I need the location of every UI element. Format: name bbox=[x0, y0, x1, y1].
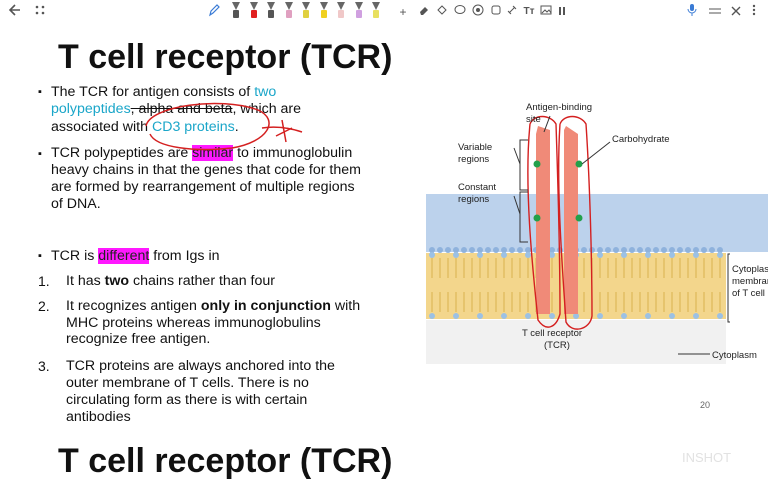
bullet-2-line-3: are formed by rearrangement of multiple … bbox=[51, 179, 355, 195]
fullscreen-icon[interactable] bbox=[708, 3, 722, 21]
label-antigen-binding-site: site bbox=[526, 114, 541, 125]
sticker-icon[interactable] bbox=[472, 3, 484, 21]
annotation-toolbar: + Tт bbox=[0, 0, 768, 24]
label-constant-regions: regions bbox=[458, 194, 489, 205]
bullet-2-line-4: of DNA. bbox=[51, 196, 101, 212]
label-of-t-cell: of T cell bbox=[732, 288, 765, 299]
label-cytoplasm: Cytoplasm bbox=[712, 350, 757, 361]
list-number: 1. bbox=[38, 273, 50, 289]
beta-chain bbox=[564, 126, 578, 314]
label-cytoplasmic-membrane: Cytoplasm bbox=[732, 264, 768, 275]
membrane-outer-layer bbox=[426, 194, 768, 252]
more-icon[interactable] bbox=[750, 3, 758, 21]
bullet-3-line-1: TCR is different from Igs in bbox=[51, 248, 220, 264]
text-icon[interactable]: Tт bbox=[523, 6, 535, 17]
pen-tool-icon[interactable] bbox=[318, 2, 330, 20]
arrow-left-icon[interactable] bbox=[8, 3, 22, 21]
list-number: 3. bbox=[38, 358, 50, 374]
label-tcr-abbrev: (TCR) bbox=[544, 340, 570, 351]
pen-tool-icon[interactable] bbox=[283, 2, 295, 20]
ink-annotation bbox=[145, 102, 303, 151]
next-slide-title: T cell receptor (TCR) bbox=[58, 442, 393, 480]
link-icon[interactable] bbox=[506, 3, 518, 21]
tcr-diagram: Antigen-binding site Variable regions Co… bbox=[426, 102, 768, 364]
carbohydrate-dot bbox=[575, 160, 583, 168]
list-item-2-line-3: recognize free antigen. bbox=[66, 331, 211, 347]
list-item-3-line-3: circulating form as there is with certai… bbox=[66, 392, 308, 408]
bullet-1-line-1: The TCR for antigen consists of two bbox=[51, 84, 277, 100]
bullet-1-line-2: polypeptides, alpha and beta, which are bbox=[51, 101, 302, 117]
pen-tool-icon[interactable] bbox=[248, 2, 260, 20]
slide-title: T cell receptor (TCR) bbox=[58, 38, 393, 76]
carbohydrate-dot bbox=[575, 214, 583, 222]
alpha-chain bbox=[536, 126, 550, 314]
label-tcr: T cell receptor bbox=[522, 328, 582, 339]
list-number: 2. bbox=[38, 298, 50, 314]
list-item-2-line-2: MHC proteins whereas immunoglobulins bbox=[66, 315, 321, 331]
comment-icon[interactable] bbox=[454, 3, 466, 21]
label-carbohydrate: Carbohydrate bbox=[612, 134, 670, 145]
pen-tool-icon[interactable] bbox=[300, 2, 312, 20]
shape-icon[interactable] bbox=[490, 3, 502, 21]
list-item-3-line-4: antibodies bbox=[66, 409, 131, 425]
bullet-2-line-1: TCR polypeptides are similar to immunogl… bbox=[51, 145, 353, 161]
microphone-icon[interactable] bbox=[686, 3, 698, 21]
carbohydrate-dot bbox=[533, 214, 541, 222]
label-antigen-binding: Antigen-binding bbox=[526, 102, 592, 113]
pen-tool-icon[interactable] bbox=[335, 2, 347, 20]
list-item-3-line-2: outer membrane of T cells. There is no bbox=[66, 375, 309, 391]
next-slide[interactable]: T cell receptor (TCR) INSHOT bbox=[0, 432, 768, 480]
close-icon[interactable] bbox=[730, 3, 742, 21]
eraser-icon[interactable] bbox=[418, 3, 430, 21]
bullet-1-line-3: associated with CD3 proteins. bbox=[51, 119, 239, 135]
lasso-icon[interactable] bbox=[436, 3, 448, 21]
label-variable: Variable bbox=[458, 142, 492, 153]
pen-tool-icon[interactable] bbox=[353, 2, 365, 20]
image-icon[interactable] bbox=[540, 3, 552, 21]
slide-number: 20 bbox=[700, 400, 711, 410]
cytoplasm-region bbox=[426, 320, 726, 364]
label-variable-regions: regions bbox=[458, 154, 489, 165]
label-membrane: membran bbox=[732, 276, 768, 287]
pen-tool-icon[interactable] bbox=[230, 2, 242, 20]
add-icon[interactable]: + bbox=[399, 5, 407, 19]
pen-tool-icon[interactable] bbox=[370, 2, 382, 20]
watermark: INSHOT bbox=[682, 450, 732, 465]
bullet-marker: ▪ bbox=[38, 86, 42, 98]
slide: T cell receptor (TCR) ▪ The TCR for anti… bbox=[0, 24, 768, 428]
list-item-1: It has two chains rather than four bbox=[66, 273, 275, 289]
label-constant: Constant bbox=[458, 182, 496, 193]
list-item-3-line-1: TCR proteins are always anchored into th… bbox=[66, 358, 335, 374]
list-item-2-line-1: It recognizes antigen only in conjunctio… bbox=[66, 298, 361, 314]
pencil-icon[interactable] bbox=[208, 3, 220, 21]
bullet-2-line-2: heavy chains in that the genes that code… bbox=[51, 162, 361, 178]
grid-icon[interactable] bbox=[34, 3, 46, 21]
pen-tool-icon[interactable] bbox=[265, 2, 277, 20]
bullet-marker: ▪ bbox=[38, 250, 42, 262]
carbohydrate-dot bbox=[533, 160, 541, 168]
pause-icon[interactable] bbox=[558, 3, 566, 21]
bullet-marker: ▪ bbox=[38, 148, 42, 160]
